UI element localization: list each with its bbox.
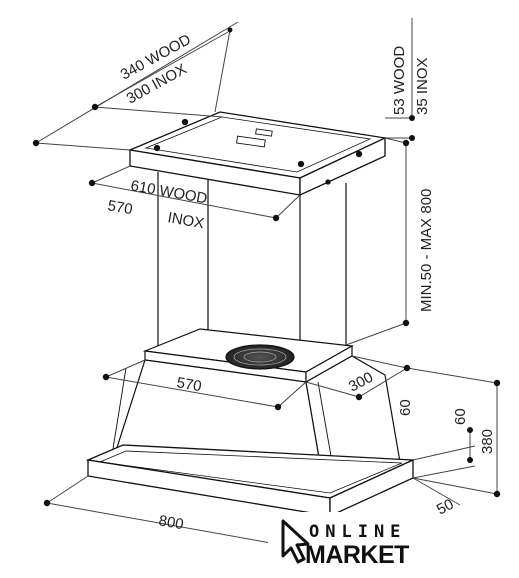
dimension-dots [32,27,501,549]
canopy-top [142,328,354,384]
label-rim-height: 60 [452,408,469,425]
label-top-depth-inox: INOX [166,209,205,232]
brand-line-market: MARKET [305,541,409,569]
label-base-width: 800 [157,512,185,533]
label-top-depth-inox-value: 570 [106,197,134,218]
label-top-height-wood: 53 WOOD [391,46,408,115]
label-total-height: 380 [479,429,496,454]
label-top-depth-wood: 610 WOOD [129,177,208,207]
fan-grille-icon [225,344,295,370]
cursor-arrow-icon [281,519,310,564]
label-chimney-height: MIN.50 - MAX 800 [418,189,435,312]
label-top-height-inox: 35 INOX [414,57,431,115]
label-canopy-height: 60 [397,399,414,416]
brand-line-online: ONLINE [309,522,406,542]
ceiling-plate [127,111,388,197]
label-base-depth: 50 [434,496,457,519]
chimney [157,172,347,368]
brand-logo: ONLINE MARKET [268,512,428,578]
label-canopy-upper-width: 570 [175,374,203,395]
base-plate [85,444,414,518]
